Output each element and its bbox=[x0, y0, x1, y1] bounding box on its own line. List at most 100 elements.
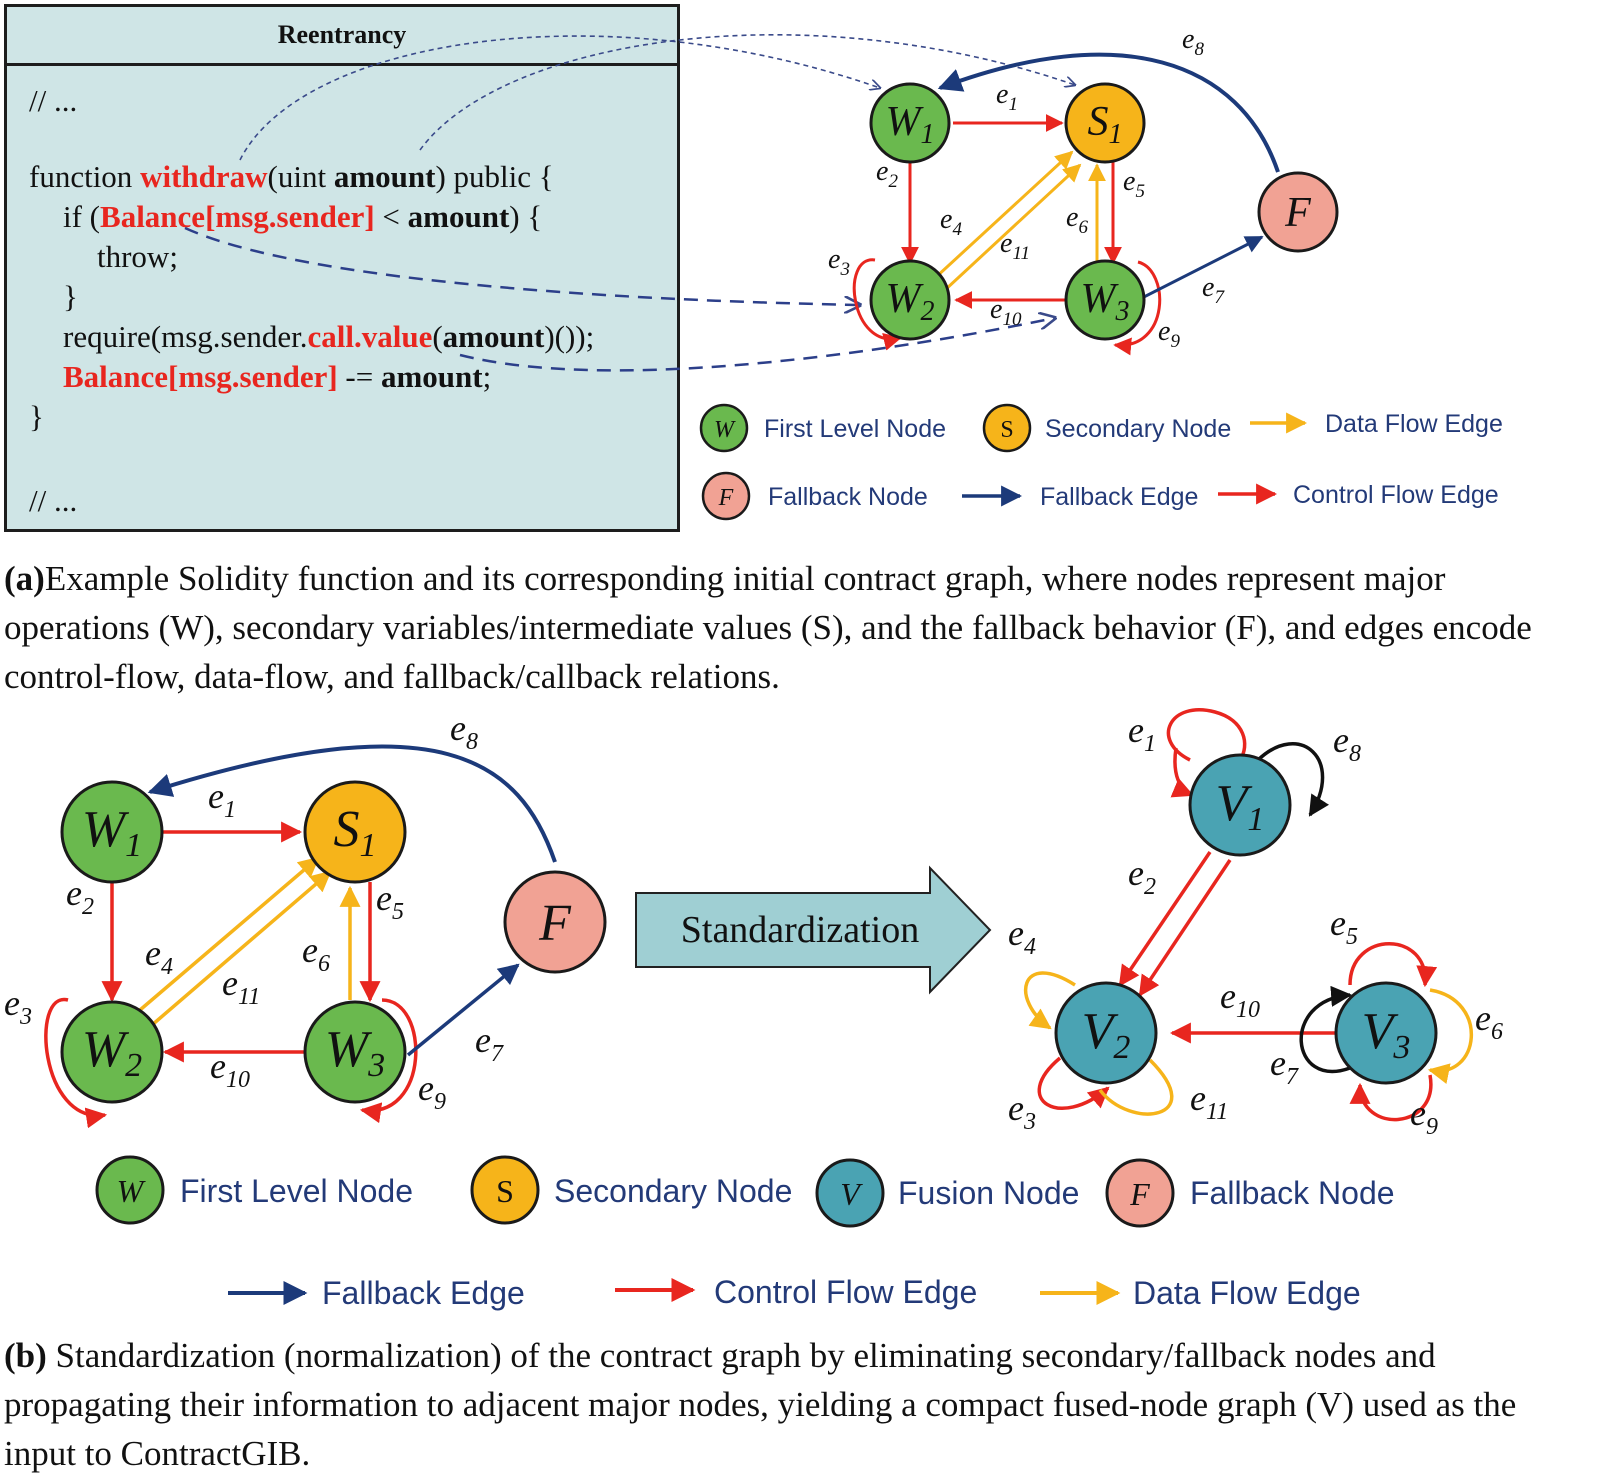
svg-text:V1: V1 bbox=[1216, 775, 1265, 838]
svg-text:First Level Node: First Level Node bbox=[764, 415, 946, 443]
standardization-label: Standardization bbox=[681, 909, 919, 951]
node-w3: W3 bbox=[1064, 259, 1146, 341]
label-e6: e6 bbox=[1066, 202, 1088, 238]
edge-e9 bbox=[1113, 260, 1162, 356]
label-b-e6: e6 bbox=[302, 930, 330, 977]
edge-v-e11 bbox=[1098, 1058, 1174, 1116]
standardization-arrow: Standardization bbox=[635, 865, 992, 995]
code-panel: Reentrancy // ... function withdraw(uint… bbox=[4, 4, 680, 532]
code-line-require: require(msg.sender.call.value(amount)())… bbox=[63, 319, 595, 354]
svg-text:Control Flow Edge: Control Flow Edge bbox=[1293, 481, 1499, 509]
legend-a-data-flow: Data Flow Edge bbox=[1250, 410, 1503, 438]
edge-v-e3 bbox=[1037, 1056, 1110, 1110]
edge-v-e2a bbox=[1118, 851, 1212, 987]
caption-a: (a)Example Solidity function and its cor… bbox=[4, 554, 1596, 701]
label-b-e2: e2 bbox=[66, 873, 94, 920]
code-line-close-fn: } bbox=[29, 399, 44, 434]
label-e2: e2 bbox=[876, 156, 898, 192]
code-line-function: function withdraw(uint amount) public { bbox=[29, 159, 554, 194]
legend-a: W First Level Node S Secondary Node Data… bbox=[699, 403, 1503, 521]
edge-e8 bbox=[937, 52, 1280, 173]
label-b-e4: e4 bbox=[145, 933, 173, 980]
edge-b-e7 bbox=[406, 963, 520, 1057]
legend-a-fallback-node: F Fallback Node bbox=[701, 471, 928, 521]
label-v-e7: e7 bbox=[1270, 1043, 1299, 1090]
label-b-e3: e3 bbox=[4, 983, 32, 1030]
legend-a-control-flow: Control Flow Edge bbox=[1218, 481, 1499, 509]
caption-a-text: Example Solidity function and its corres… bbox=[4, 559, 1532, 696]
legend-b-fallback-node: F Fallback Node bbox=[1105, 1158, 1395, 1228]
node-s1: S1 bbox=[1064, 82, 1146, 164]
svg-text:V3: V3 bbox=[1362, 1003, 1411, 1066]
label-e4: e4 bbox=[940, 204, 962, 240]
node-b-f: F bbox=[503, 870, 607, 974]
caption-a-label: (a) bbox=[4, 559, 45, 598]
code-line-throw: throw; bbox=[97, 239, 178, 274]
svg-text:V2: V2 bbox=[1082, 1003, 1131, 1066]
label-v-e1: e1 bbox=[1128, 710, 1156, 757]
label-b-e5: e5 bbox=[376, 878, 404, 925]
mapping-withdraw-to-s1 bbox=[419, 34, 1075, 151]
label-v-e6: e6 bbox=[1475, 998, 1503, 1045]
label-v-e2: e2 bbox=[1128, 853, 1156, 900]
label-e11: e11 bbox=[1000, 228, 1030, 264]
node-w2: W2 bbox=[869, 259, 951, 341]
mapping-withdraw-to-w1 bbox=[239, 35, 880, 161]
svg-text:Secondary Node: Secondary Node bbox=[554, 1173, 792, 1209]
label-v-e4: e4 bbox=[1008, 913, 1036, 960]
edge-b-e8 bbox=[147, 744, 557, 863]
legend-a-secondary: S Secondary Node bbox=[982, 403, 1231, 453]
svg-text:Data Flow Edge: Data Flow Edge bbox=[1133, 1275, 1361, 1311]
label-e9: e9 bbox=[1158, 316, 1180, 352]
node-b-s1: S1 bbox=[303, 780, 407, 884]
edge-b-e3 bbox=[44, 998, 108, 1129]
legend-a-fallback-edge: Fallback Edge bbox=[962, 483, 1198, 511]
code-mapping-lines bbox=[239, 34, 1075, 161]
svg-text:First Level Node: First Level Node bbox=[180, 1173, 413, 1209]
svg-text:Data Flow Edge: Data Flow Edge bbox=[1325, 410, 1503, 438]
edge-v-e5 bbox=[1348, 942, 1438, 988]
label-v-e9: e9 bbox=[1410, 1093, 1438, 1140]
svg-text:Control Flow Edge: Control Flow Edge bbox=[714, 1274, 977, 1310]
node-v3: V3 bbox=[1334, 981, 1438, 1085]
label-b-e7: e7 bbox=[475, 1020, 504, 1067]
svg-text:Fusion Node: Fusion Node bbox=[898, 1175, 1079, 1211]
svg-text:S: S bbox=[1000, 417, 1013, 443]
svg-text:W2: W2 bbox=[886, 276, 935, 327]
edge-v-e8 bbox=[1256, 742, 1329, 817]
label-b-e8: e8 bbox=[450, 708, 478, 755]
label-e1: e1 bbox=[996, 79, 1018, 115]
code-line-balance: Balance[msg.sender] -= amount; bbox=[63, 359, 492, 394]
legend-b: W First Level Node S Secondary Node V Fu… bbox=[95, 1155, 1395, 1311]
node-b-w2: W2 bbox=[60, 1000, 164, 1104]
node-b-w3: W3 bbox=[303, 1000, 407, 1104]
code-mapping-lines-long bbox=[184, 226, 1055, 372]
edge-v-e7 bbox=[1299, 985, 1353, 1074]
label-e8: e8 bbox=[1182, 24, 1204, 60]
svg-text:Secondary Node: Secondary Node bbox=[1045, 415, 1231, 443]
svg-text:F: F bbox=[718, 485, 734, 511]
label-b-e9: e9 bbox=[418, 1068, 446, 1115]
svg-text:Fallback Edge: Fallback Edge bbox=[1040, 483, 1198, 511]
svg-text:Fallback Node: Fallback Node bbox=[768, 483, 928, 511]
code-comment-top: // ... bbox=[29, 83, 78, 118]
legend-a-first-level: W First Level Node bbox=[699, 403, 946, 453]
label-v-e3: e3 bbox=[1008, 1088, 1036, 1135]
svg-text:S1: S1 bbox=[334, 801, 377, 864]
svg-text:W1: W1 bbox=[886, 99, 935, 150]
svg-text:Fallback Node: Fallback Node bbox=[1190, 1175, 1395, 1211]
node-v2: V2 bbox=[1054, 981, 1158, 1085]
svg-text:W2: W2 bbox=[82, 1021, 142, 1084]
svg-text:Fallback Edge: Fallback Edge bbox=[322, 1275, 525, 1311]
legend-b-control-flow: Control Flow Edge bbox=[615, 1274, 977, 1310]
svg-text:W: W bbox=[714, 417, 736, 443]
edge-v-e2b bbox=[1138, 859, 1232, 997]
legend-b-fallback-edge: Fallback Edge bbox=[228, 1275, 525, 1311]
graph-b-right: V1 V2 V3 e1 e2 e3 e4 e5 e6 e7 e8 e9 e10 … bbox=[1008, 708, 1503, 1140]
legend-b-fusion: V Fusion Node bbox=[815, 1158, 1079, 1228]
label-b-e1: e1 bbox=[208, 776, 236, 823]
node-f: F bbox=[1257, 171, 1339, 253]
legend-b-first-level: W First Level Node bbox=[95, 1155, 413, 1225]
edge-e11 bbox=[943, 163, 1082, 292]
